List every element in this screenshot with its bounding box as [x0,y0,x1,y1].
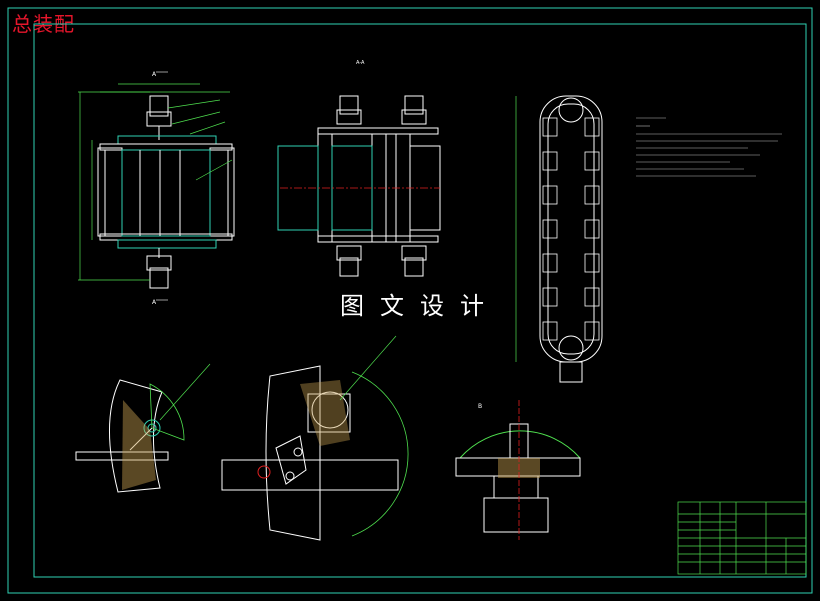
side-view [277,95,441,277]
detail-1-boundary [149,383,185,441]
title-block [677,501,807,575]
label-a-bottom: A [152,299,157,306]
conveyor-view [539,95,603,383]
technical-notes [636,117,782,177]
outer-border [7,7,813,594]
detail-view-1 [75,379,169,493]
front-view [97,95,235,289]
detail-view-2 [221,365,399,541]
label-view-b: B [478,403,482,410]
watermark-text: 图文设计 [340,292,500,320]
front-view-dimensions [78,83,233,281]
inner-border [33,23,807,578]
label-a-top: A [152,71,157,78]
detail-1-section-fill [122,400,156,490]
detail-2-boundary [351,371,409,537]
conveyor-buckets [542,117,600,341]
label-view-aa: A-A [356,60,365,66]
detail-2-section-fill [300,380,350,446]
